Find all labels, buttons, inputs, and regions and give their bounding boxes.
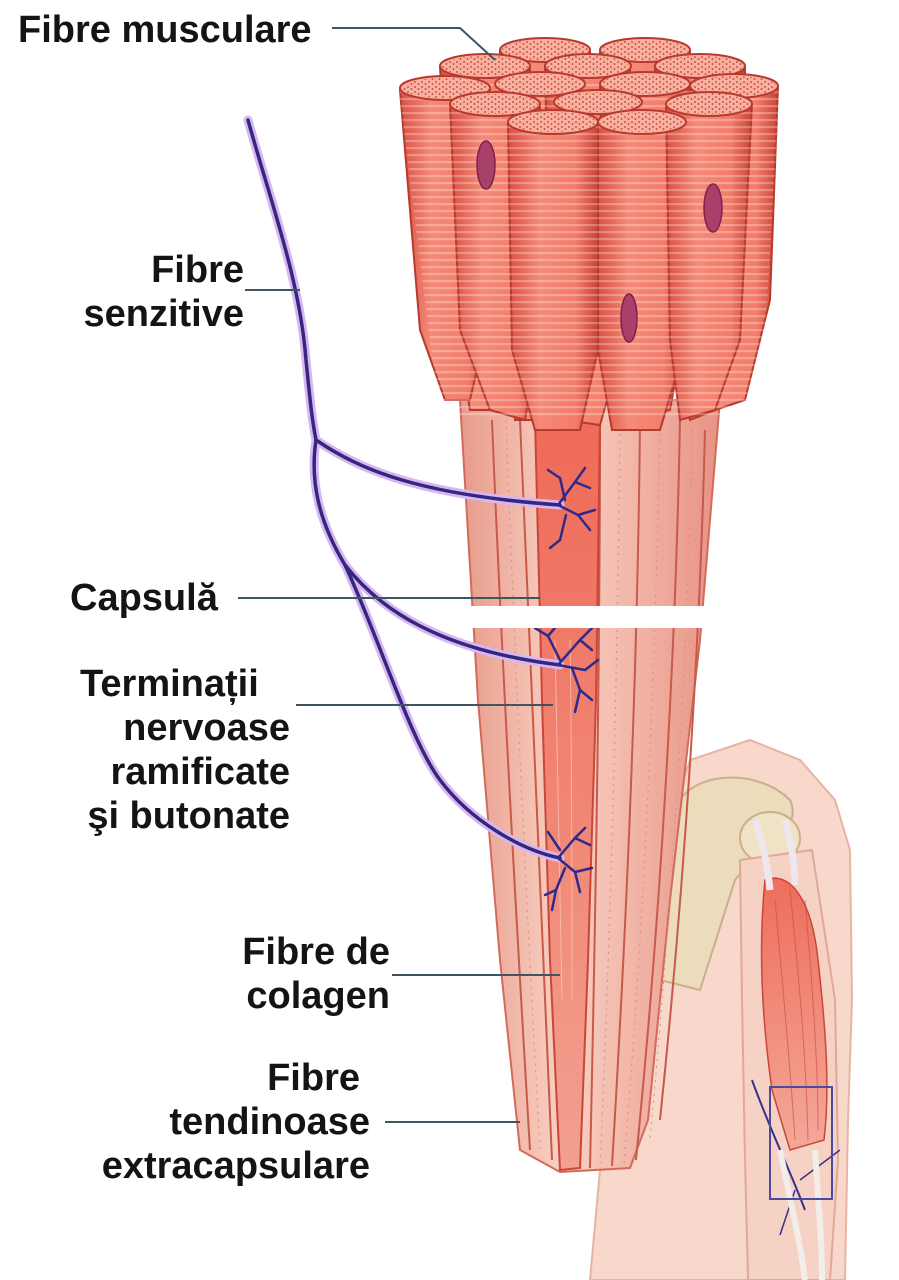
label-line: Terminații [40,662,290,706]
label-line: nervoase [40,706,290,750]
label-line: Fibre de [190,930,390,974]
label-line: Fibre [60,248,244,292]
label-line: extracapsulare [60,1144,370,1188]
label-fibre-colagen: Fibre de colagen [190,930,390,1018]
label-line: tendinoase [60,1100,370,1144]
label-fibre-senzitive: Fibre senzitive [60,248,244,336]
muscle-fibres [400,38,780,430]
image-split-band [440,606,770,628]
label-line: Fibre [60,1056,370,1100]
label-fibre-musculare: Fibre musculare [18,8,312,52]
label-capsula: Capsulă [70,576,218,620]
label-line: senzitive [60,292,244,336]
label-line: colagen [190,974,390,1018]
label-fibre-tendinoase: Fibre tendinoase extracapsulare [60,1056,370,1188]
label-line: ramificate [40,750,290,794]
label-terminatii: Terminații nervoase ramificate şi butona… [40,662,290,838]
label-line: şi butonate [40,794,290,838]
